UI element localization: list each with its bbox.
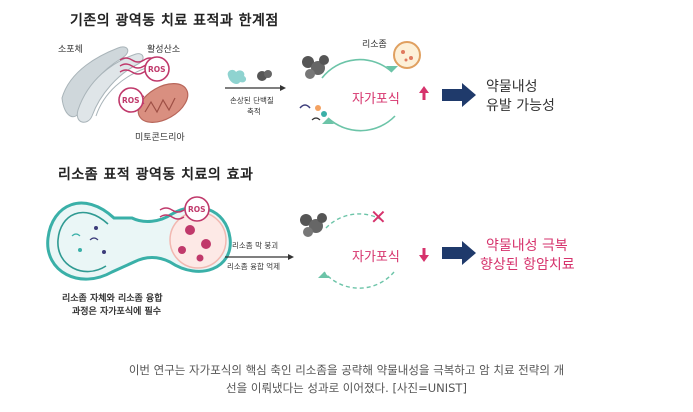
result-arrow-top	[442, 83, 476, 107]
caption-line1: 이번 연구는 자가포식의 핵심 축인 리소좀을 공략해 약물내성을 극복하고 암…	[128, 363, 565, 377]
section1-title: 기존의 광역동 치료 표적과 한계점	[70, 13, 279, 29]
caption-line2: 선을 이뤄냈다는 성과로 이어졌다. [사진=UNIST]	[226, 381, 467, 395]
autophagy-cycle-bottom	[300, 213, 395, 289]
er-label: 소포체	[58, 45, 83, 55]
ros-circle-b	[118, 87, 144, 113]
result-bottom-line1: 약물내성 극복	[486, 238, 568, 254]
autophagy-label-top: 자가포식	[352, 92, 400, 107]
accumulation-label: 축적	[247, 107, 261, 116]
ros-text-c: ROS	[188, 205, 206, 214]
lysosome-label: 리소좀	[362, 40, 387, 50]
result-top-line1: 약물내성	[486, 79, 538, 95]
mitochondria-organelle	[137, 83, 189, 123]
result-bottom-line2: 향상된 항암치료	[480, 257, 575, 273]
ros-species-label: 활성산소	[147, 45, 181, 55]
lysosome-caption-line2: 과정은 자가포식에 필수	[72, 307, 162, 317]
damaged-protein-label: 손상된 단백질	[230, 96, 274, 105]
ros-circle-a	[144, 56, 170, 82]
section2-title: 리소좀 표적 광역동 치료의 효과	[58, 167, 254, 183]
result-top-line2: 유발 가능성	[486, 98, 555, 114]
ros-text-a: ROS	[148, 65, 166, 74]
result-arrow-bottom	[442, 241, 476, 265]
lysosome-caption-line1: 리소좀 자체와 리소좀 융합	[62, 294, 163, 304]
cross-icon: ✕	[370, 205, 387, 229]
autophagy-label-bottom: 자가포식	[352, 250, 400, 265]
ros-text-b: ROS	[122, 96, 140, 105]
image-caption: 이번 연구는 자가포식의 핵심 축인 리소좀을 공략해 약물내성을 극복하고 암…	[40, 361, 653, 397]
ros-circle-c	[184, 196, 210, 222]
autophagy-cycle-top	[299, 41, 421, 132]
er-organelle	[61, 46, 147, 123]
lysosome-fusion-graphic	[46, 201, 232, 281]
mitochondria-label: 미토콘드리아	[135, 133, 185, 143]
step-membrane-collapse: 리소좀 막 붕괴	[232, 241, 279, 250]
protein-accumulation	[225, 69, 286, 91]
step-fusion-inhibition: 리소좀 융합 억제	[227, 262, 281, 271]
